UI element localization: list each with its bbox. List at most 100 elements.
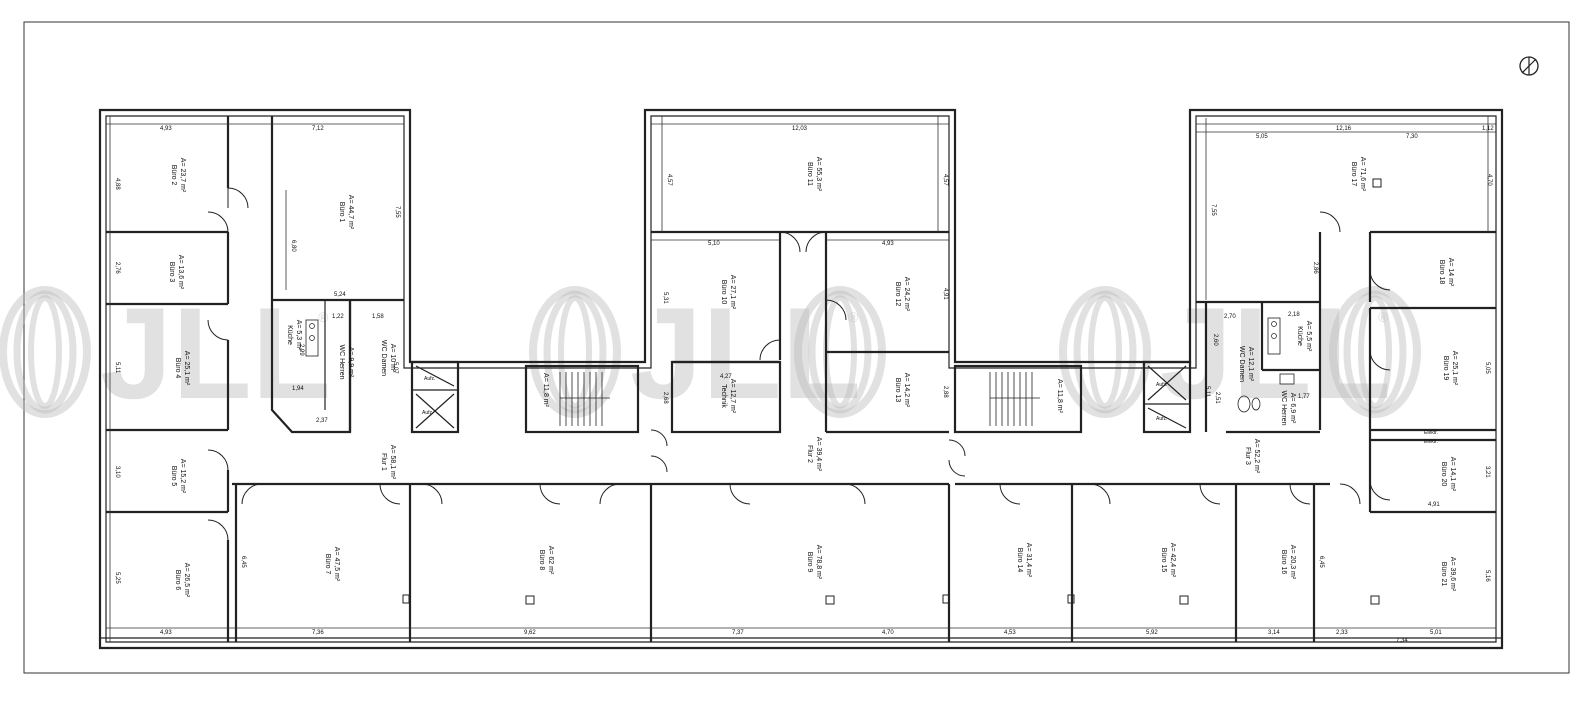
lift-label: Aufz. <box>422 410 433 416</box>
doors <box>207 187 1391 541</box>
room-name: Büro 12 <box>894 282 901 307</box>
dim-text: 2,86 <box>1312 262 1318 274</box>
room-area: A= 10 m² <box>389 344 396 373</box>
dim-text: 2,70 <box>1224 314 1236 320</box>
room-area: A= 14 m² <box>1447 258 1454 287</box>
dim-text: 2,18 <box>1288 312 1300 318</box>
watermark: JLL JLL JLL ® ® ® <box>0 280 1421 426</box>
room-area: A= 27,1 m² <box>729 275 736 310</box>
dim-text: 2,68 <box>662 392 668 404</box>
dim-text: 5,05 <box>1256 134 1268 140</box>
sheet-frame <box>23 21 1570 674</box>
dim-text: 4,93 <box>160 126 172 132</box>
dim-text: 6,45 <box>240 556 246 568</box>
dim-text: 7,30 <box>1406 134 1418 140</box>
room-label-buero-11: Büro 11 A= 55,3 m² <box>806 157 822 192</box>
exterior-walls <box>98 108 1504 650</box>
dim-text: 2,99 <box>298 344 304 356</box>
room-label-wc-herren-1: WC Herren A= 9,9 m² <box>338 344 354 379</box>
room-area: A= 31,4 m² <box>1025 543 1032 578</box>
room-label-buero-16: Büro 16 A= 20,3 m² <box>1280 545 1296 580</box>
room-label-buero-7: Büro 7 A= 47,5 m² <box>324 547 340 582</box>
room-area: A= 20,3 m² <box>1289 545 1296 580</box>
watermark-text: JLL <box>100 280 331 426</box>
dim-text: 4,53 <box>1004 630 1016 636</box>
room-area: A= 58,1 m² <box>389 445 396 480</box>
dim-text: 4,70 <box>882 630 894 636</box>
room-label-kueche-1: Küche A= 5,3 m² <box>286 320 302 351</box>
room-label-wc-damen-2: WC Damen A= 12,1 m² <box>1238 346 1254 382</box>
dim-text: 4,91 <box>1428 502 1440 508</box>
room-label-buero-5: Büro 5 A= 15,2 m² <box>170 459 186 494</box>
dim-text: 1,94 <box>292 386 304 392</box>
dim-text: 5,24 <box>334 292 346 298</box>
staircases <box>559 372 1040 426</box>
room-area: A= 6,9 m² <box>1289 393 1296 424</box>
dim-text: 7,34 <box>1396 638 1408 644</box>
room-name: Büro 5 <box>170 466 177 487</box>
dim-text: 4,93 <box>160 630 172 636</box>
room-area: A= 44,7 m² <box>347 195 354 230</box>
dim-text: 5,11 <box>114 362 120 374</box>
room-area: A= 71,6 m² <box>1359 157 1366 192</box>
room-area: A= 39,6 m² <box>1449 557 1456 592</box>
room-label-buero-4: Büro 4 A= 25,1 m² <box>174 351 190 386</box>
room-area: A= 14,1 m² <box>1449 457 1456 492</box>
room-label-flur-1: Flur 1 A= 58,1 m² <box>380 445 396 480</box>
room-name: Büro 14 <box>1016 548 1023 573</box>
room-area: A= 14,2 m² <box>903 373 910 408</box>
room-tag: Elektr. <box>1424 430 1438 436</box>
room-name: WC Herren <box>1280 390 1287 425</box>
room-name: WC Damen <box>380 340 387 376</box>
dim-text: 7,36 <box>312 630 324 636</box>
room-area: A= 11,8 m² <box>1056 379 1063 414</box>
dim-text: 4,27 <box>720 374 732 380</box>
room-label-buero-1: Büro 1 A= 44,7 m² <box>338 195 354 230</box>
room-name: Büro 21 <box>1440 562 1447 587</box>
room-name: Büro 2 <box>170 165 177 186</box>
dim-text: 4,57 <box>942 174 948 186</box>
room-area: A= 78,8 m² <box>815 545 822 580</box>
room-label-treppe-1: A= 11,8 m² <box>542 373 549 408</box>
dim-text: 4,88 <box>114 178 120 190</box>
room-label-buero-20: Büro 20 A= 14,1 m² <box>1440 457 1456 492</box>
room-label-buero-14: Büro 14 A= 31,4 m² <box>1016 543 1032 578</box>
room-name: Flur 3 <box>1244 447 1251 465</box>
sanitary-fixtures <box>305 317 1295 413</box>
room-label-buero-15: Büro 15 A= 42,4 m² <box>1160 543 1176 578</box>
lift-shafts: Aufz. Aufz. Aufz. Aufz. <box>415 365 1187 429</box>
interior-walls <box>106 116 1496 642</box>
room-label-buero-2: Büro 2 A= 23,7 m² <box>170 158 186 193</box>
dim-text: 7,37 <box>732 630 744 636</box>
dim-text: 5,11 <box>1204 386 1210 398</box>
room-label-buero-12: Büro 12 A= 24,2 m² <box>894 277 910 312</box>
room-label-buero-8: Büro 8 A= 62 m² <box>538 546 554 575</box>
room-area: A= 13,6 m² <box>177 255 184 290</box>
dim-text: 2,37 <box>316 418 328 424</box>
dim-text: 2,76 <box>114 262 120 274</box>
room-label-wc-damen-1: WC Damen A= 10 m² <box>380 340 396 376</box>
dim-text: 2,88 <box>942 386 948 398</box>
room-name: Büro 9 <box>806 552 813 573</box>
room-name: Büro 4 <box>174 358 181 379</box>
room-name: Büro 19 <box>1442 356 1449 381</box>
room-name: Büro 13 <box>894 378 901 403</box>
dim-text: 12,03 <box>792 126 808 132</box>
lift-label: Aufz. <box>1156 382 1167 388</box>
room-name: Büro 10 <box>720 280 727 305</box>
dim-text: 5,16 <box>1484 570 1490 582</box>
room-name: Büro 17 <box>1350 162 1357 187</box>
room-label-buero-6: Büro 6 A= 26,5 m² <box>174 563 190 598</box>
room-area: A= 5,5 m² <box>1305 321 1312 352</box>
room-name: Büro 3 <box>168 262 175 283</box>
room-name: Technik <box>720 384 727 408</box>
dim-text: 2,33 <box>1336 630 1348 636</box>
dim-text: 3,21 <box>1484 466 1490 478</box>
room-label-technik: Technik A= 12,7 m² <box>720 379 736 414</box>
room-area: A= 39,4 m² <box>815 437 822 472</box>
room-area: A= 9,9 m² <box>347 347 354 378</box>
lift-label: Aufz. <box>424 376 435 382</box>
dim-text: 12,16 <box>1336 126 1352 132</box>
dim-text: 5,31 <box>662 292 668 304</box>
